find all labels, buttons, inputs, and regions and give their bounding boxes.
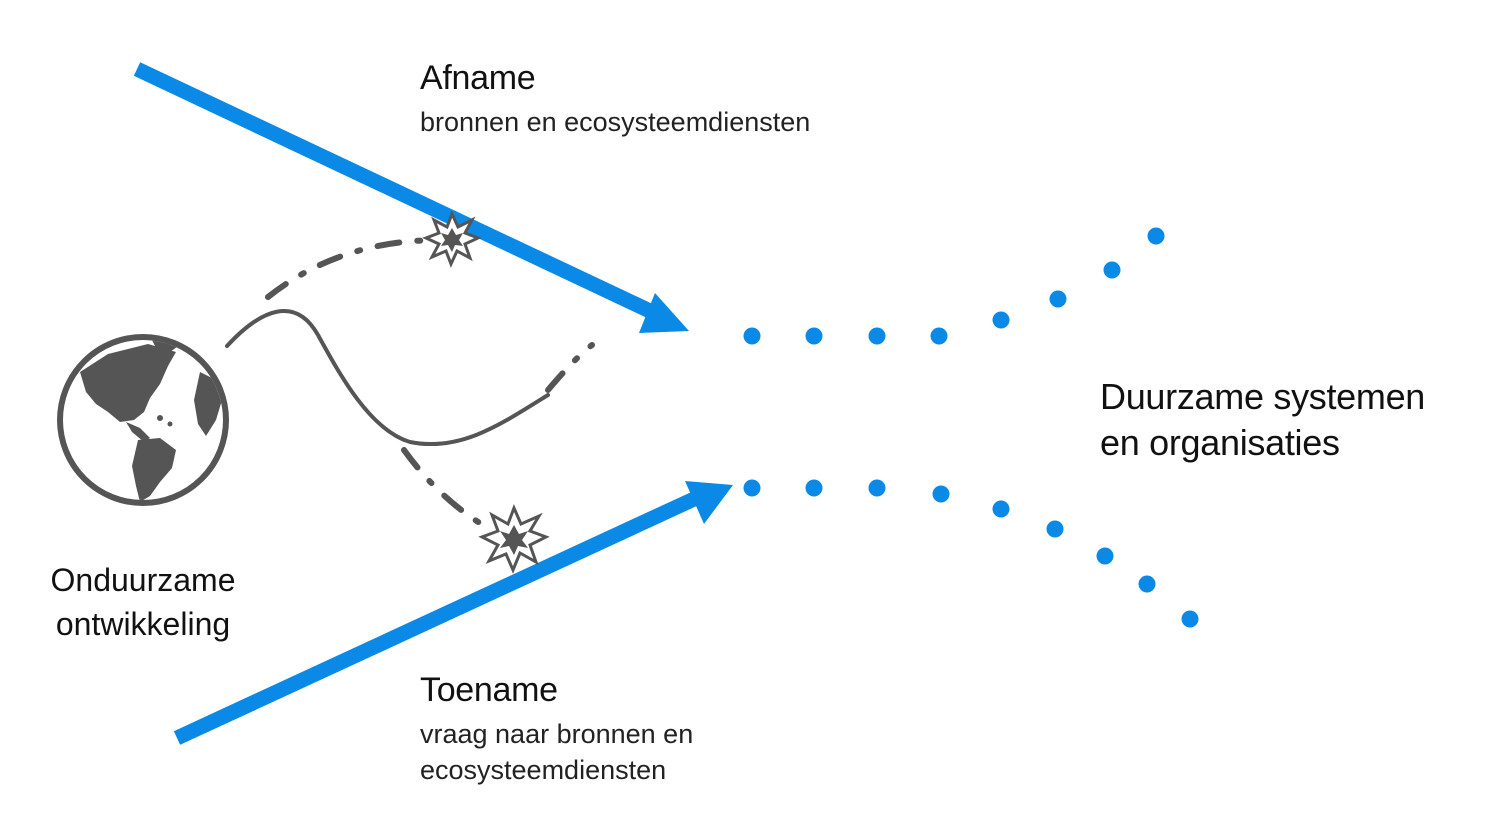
wavy-path <box>225 309 550 447</box>
goal-label-line2: en organisaties <box>1100 422 1340 463</box>
toename-title: Toename <box>420 671 558 709</box>
dotted-path-bottom <box>743 479 1199 628</box>
dashdot-path-top <box>265 237 443 300</box>
afname-title: Afname <box>420 59 536 97</box>
afname-arrow <box>133 62 689 333</box>
explosion-icon <box>422 210 482 268</box>
dashdot-path-bottom <box>401 447 491 531</box>
explosion-icon <box>478 504 550 574</box>
toename-subtitle-line2: ecosysteemdiensten <box>420 755 667 785</box>
dashdot-path-middle <box>545 342 595 393</box>
goal-label-line1: Duurzame systemen <box>1100 376 1426 417</box>
dotted-path-top <box>743 227 1165 345</box>
afname-subtitle: bronnen en ecosysteemdiensten <box>420 107 811 137</box>
toename-subtitle: vraag naar bronnen en ecosysteemdiensten <box>420 716 693 788</box>
goal-label: Duurzame systemen en organisaties <box>1100 374 1425 466</box>
toename-arrow <box>173 481 733 745</box>
start-label: Onduurzame ontwikkeling <box>28 558 258 646</box>
start-label-line2: ontwikkeling <box>55 606 231 642</box>
start-label-line1: Onduurzame <box>50 562 236 598</box>
toename-subtitle-line1: vraag naar bronnen en <box>420 719 694 749</box>
globe-icon <box>57 334 229 506</box>
